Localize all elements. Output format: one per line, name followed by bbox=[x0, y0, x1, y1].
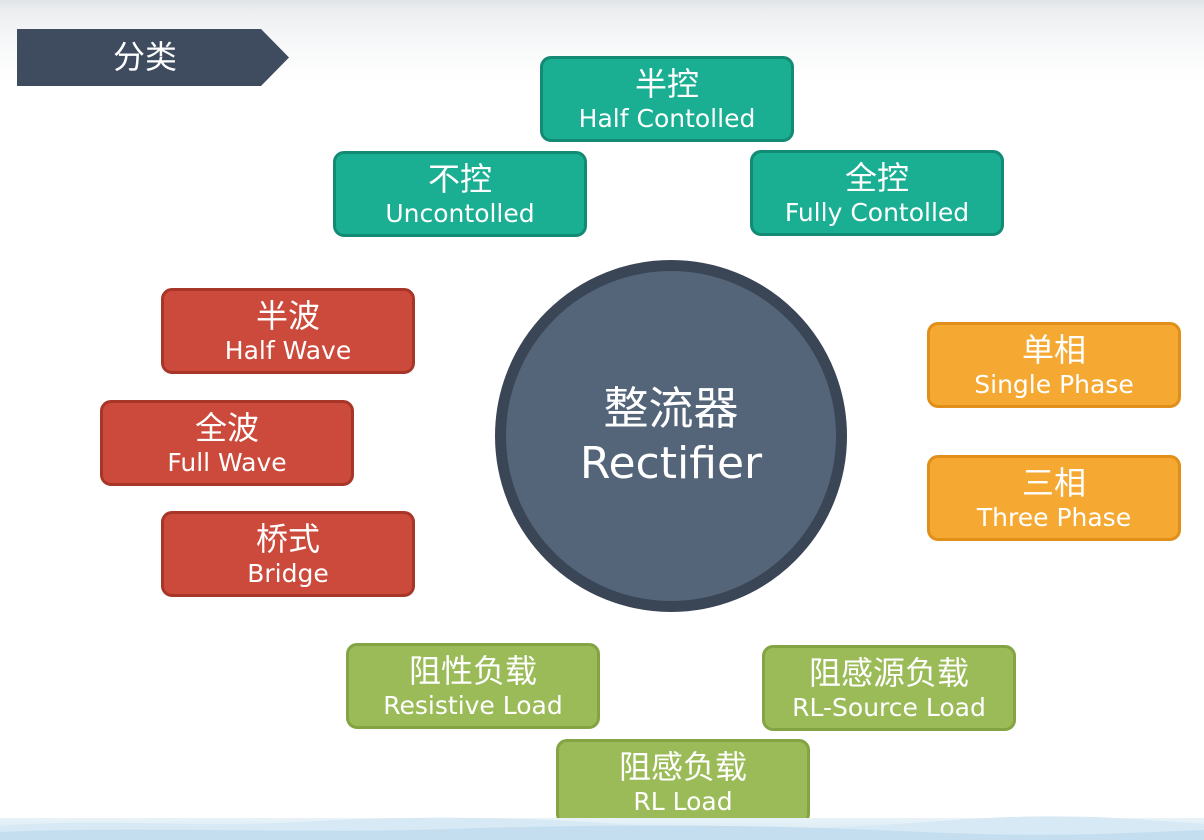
node-single-phase: 单相 Single Phase bbox=[927, 322, 1181, 408]
node-label-cn: 阻性负载 bbox=[408, 652, 537, 690]
node-label-cn: 全控 bbox=[844, 159, 909, 197]
node-label-cn: 半控 bbox=[634, 65, 699, 103]
node-label-cn: 不控 bbox=[427, 160, 492, 198]
node-bridge: 桥式 Bridge bbox=[161, 511, 415, 597]
center-title-en: Rectifier bbox=[579, 438, 763, 489]
node-half-wave: 半波 Half Wave bbox=[161, 288, 415, 374]
node-half-controlled: 半控 Half Contolled bbox=[540, 56, 794, 142]
node-label-en: Bridge bbox=[247, 559, 329, 588]
node-fully-controlled: 全控 Fully Contolled bbox=[750, 150, 1004, 236]
node-label-cn: 桥式 bbox=[255, 520, 320, 558]
node-label-en: Half Wave bbox=[224, 336, 352, 365]
node-label-en: RL-Source Load bbox=[792, 693, 986, 722]
bottom-wave-decoration bbox=[0, 816, 1204, 840]
node-label-en: Full Wave bbox=[167, 448, 287, 477]
node-full-wave: 全波 Full Wave bbox=[100, 400, 354, 486]
node-label-cn: 全波 bbox=[194, 409, 259, 447]
section-title-tab: 分类 bbox=[17, 29, 289, 86]
node-label-en: Single Phase bbox=[974, 370, 1134, 399]
node-label-en: Resistive Load bbox=[383, 691, 563, 720]
node-label-en: Three Phase bbox=[976, 503, 1132, 532]
node-label-cn: 三相 bbox=[1021, 464, 1086, 502]
section-title: 分类 bbox=[112, 38, 177, 76]
node-uncontrolled: 不控 Uncontolled bbox=[333, 151, 587, 237]
node-label-cn: 半波 bbox=[255, 297, 320, 335]
node-label-en: Half Contolled bbox=[578, 104, 756, 133]
node-rl-load: 阻感负载 RL Load bbox=[556, 739, 810, 825]
center-rectifier-circle: 整流器 Rectifier bbox=[495, 260, 847, 612]
node-label-en: RL Load bbox=[633, 787, 733, 816]
node-three-phase: 三相 Three Phase bbox=[927, 455, 1181, 541]
node-resistive-load: 阻性负载 Resistive Load bbox=[346, 643, 600, 729]
node-label-cn: 阻感负载 bbox=[618, 748, 747, 786]
center-title-cn: 整流器 bbox=[603, 382, 739, 435]
node-label-cn: 单相 bbox=[1021, 331, 1086, 369]
node-label-en: Uncontolled bbox=[385, 199, 535, 228]
node-rl-source-load: 阻感源负载 RL-Source Load bbox=[762, 645, 1016, 731]
node-label-en: Fully Contolled bbox=[784, 198, 970, 227]
node-label-cn: 阻感源负载 bbox=[808, 654, 969, 692]
